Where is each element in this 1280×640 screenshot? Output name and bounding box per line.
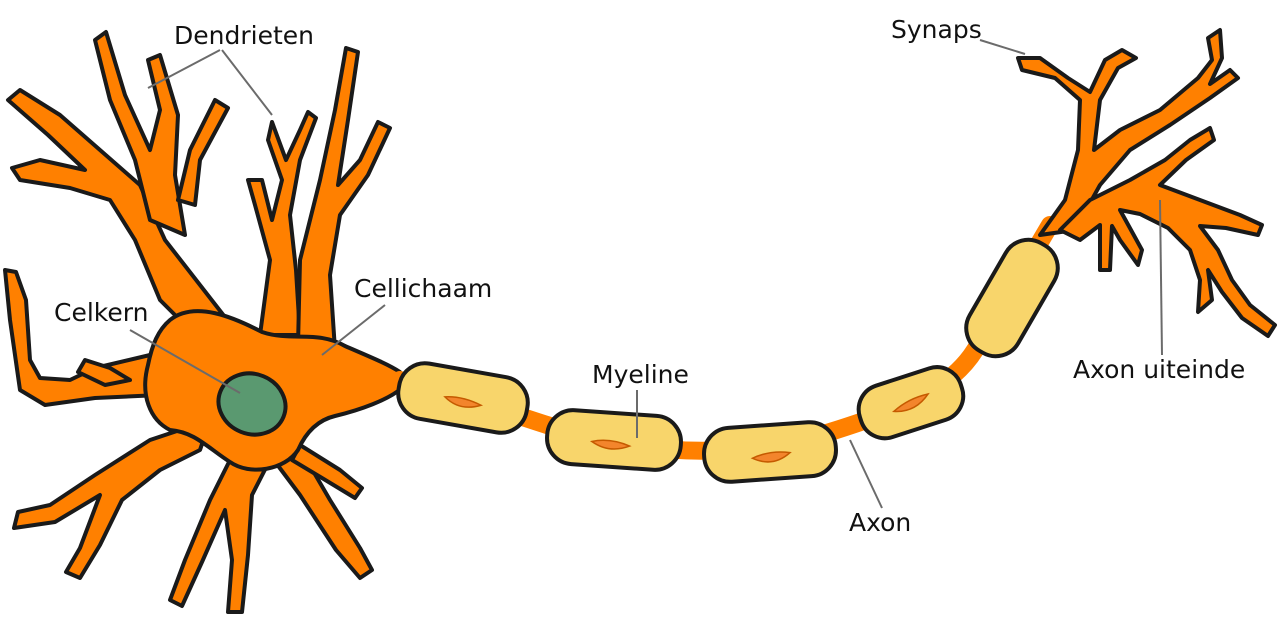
dendrite-left-small (76, 358, 132, 387)
myelin-segment-1 (396, 361, 530, 435)
axon-terminal (1016, 28, 1277, 338)
label-dendrites: Dendrieten (174, 21, 314, 50)
labels: Dendrieten Synaps Cellichaam Celkern Mye… (54, 15, 1245, 537)
dendrite-upper-mid-branch (176, 98, 230, 207)
label-synapse: Synaps (891, 15, 982, 44)
dendrite-upper-left-branch (93, 30, 187, 237)
myelin-segment-4 (856, 365, 966, 441)
dendrite-lower-left (12, 418, 212, 580)
dendrite-lower-right (268, 438, 374, 580)
label-axon-terminal: Axon uiteinde (1073, 355, 1245, 384)
label-nucleus: Celkern (54, 298, 148, 327)
dendrite-upper-right (296, 46, 392, 352)
myelin-segment-2 (545, 408, 683, 472)
terminal-upper (1016, 28, 1240, 237)
leader-lines (129, 39, 1163, 509)
myelin-segment-5 (964, 237, 1060, 359)
dendrite-lower-middle (168, 438, 277, 614)
label-cell-body: Cellichaam (354, 274, 492, 303)
dendrite-lower-right-small (290, 443, 364, 500)
myelin-segment-3 (702, 420, 838, 484)
myelin-sheaths (396, 237, 1060, 484)
label-myelin: Myeline (592, 360, 689, 389)
dendrite-upper-left (6, 88, 237, 342)
label-axon: Axon (849, 508, 911, 537)
nucleus (216, 371, 288, 437)
terminal-lower (1058, 126, 1277, 338)
dendrites (3, 30, 392, 614)
dendrite-upper-middle (246, 110, 318, 337)
